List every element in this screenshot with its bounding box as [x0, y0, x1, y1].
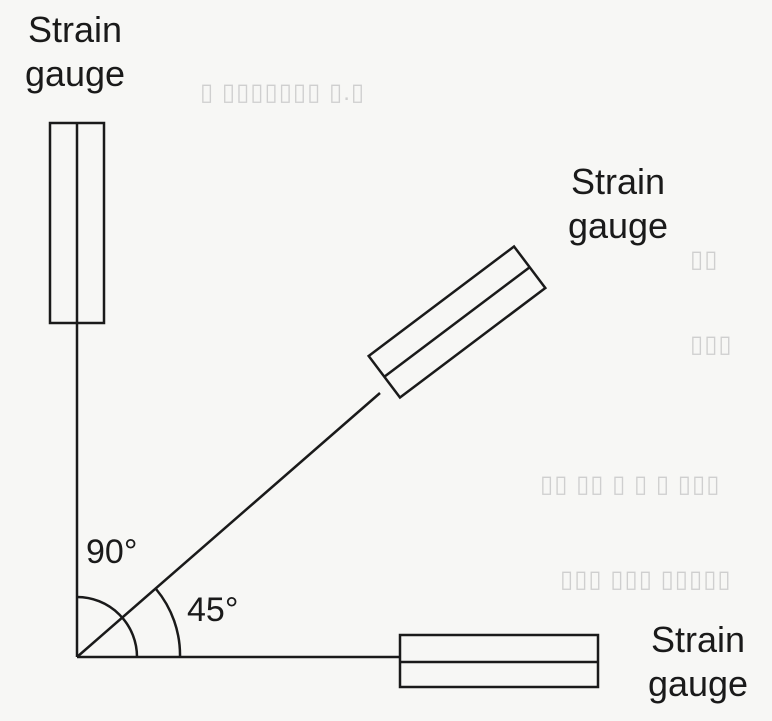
- label-line-2: gauge: [567, 205, 669, 246]
- angle-90-label: 90°: [86, 533, 138, 571]
- label-line-2: gauge: [24, 53, 126, 94]
- label-line-1: Strain: [570, 161, 666, 202]
- label-line-2: gauge: [647, 663, 749, 704]
- arc-45-degrees: [155, 588, 182, 658]
- diagonal-arm-line: [76, 392, 381, 658]
- arc-90-degrees: [76, 595, 139, 658]
- horizontal-strain-gauge: [398, 633, 600, 689]
- bleed-through-text: ▯▯ ▯▯ ▯ ▯ ▯ ▯▯▯: [540, 471, 721, 498]
- bleed-through-text: ▯▯: [690, 246, 719, 273]
- horizontal-gauge-label: Strain gauge: [628, 618, 768, 706]
- angle-45-label: 45°: [187, 591, 239, 629]
- vertical-gauge-label: Strain gauge: [15, 8, 135, 96]
- label-line-1: Strain: [27, 9, 123, 50]
- bleed-through-text: ▯▯▯ ▯▯▯ ▯▯▯▯▯: [560, 566, 732, 593]
- vertical-strain-gauge: [48, 121, 106, 325]
- diagonal-strain-gauge: [366, 244, 548, 400]
- diagonal-gauge-label: Strain gauge: [548, 160, 688, 248]
- bleed-through-text: ▯ ▯▯▯▯▯▯▯ ▯.▯: [200, 79, 366, 106]
- bleed-through-text: ▯▯▯: [690, 331, 733, 358]
- label-line-1: Strain: [650, 619, 746, 660]
